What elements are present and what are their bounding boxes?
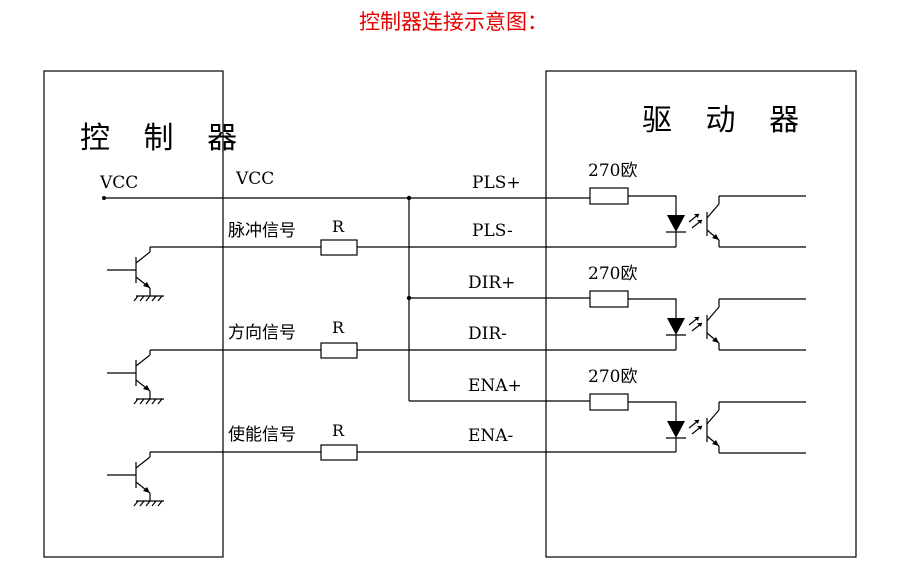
pin-dir-plus: DIR+	[468, 273, 515, 293]
resistor-r-label-3: R	[332, 421, 345, 440]
resistor-270-pls	[589, 187, 629, 205]
resistor-270-ena	[589, 393, 629, 411]
resistor-270-label-1: 270欧	[588, 161, 637, 181]
controller-label: 控 制 器	[80, 121, 249, 156]
npn-transistor-pulse-icon	[107, 247, 164, 302]
direction-signal-label: 方向信号	[228, 323, 296, 343]
npn-transistor-direction-icon	[107, 350, 164, 405]
resistor-270-label-3: 270欧	[588, 367, 637, 387]
optocoupler-dir-icon	[666, 298, 806, 351]
resistor-r-enable	[320, 444, 358, 461]
diagram-title: 控制器连接示意图：	[359, 10, 548, 34]
ena-led-anode-wire	[628, 401, 677, 421]
resistor-r-direction	[320, 342, 358, 359]
resistor-r-label-1: R	[332, 217, 345, 236]
resistor-270-label-2: 270欧	[588, 264, 637, 284]
pin-ena-plus: ENA+	[468, 376, 522, 396]
optocoupler-ena-icon	[666, 401, 806, 454]
pin-dir-minus: DIR-	[468, 324, 507, 344]
driver-label: 驱 动 器	[642, 103, 811, 138]
driver-box	[545, 70, 857, 558]
resistor-270-dir	[589, 290, 629, 308]
pin-pls-plus: PLS+	[472, 173, 521, 193]
optocoupler-pls-icon	[666, 195, 806, 248]
resistor-r-label-2: R	[332, 318, 345, 337]
resistor-r-pulse	[320, 239, 358, 256]
pulse-signal-label: 脉冲信号	[228, 221, 296, 241]
vcc-left-label: VCC	[99, 173, 138, 193]
controller-box	[43, 70, 224, 558]
bus-node-top	[406, 195, 412, 201]
dir-led-anode-wire	[628, 298, 677, 318]
pin-pls-minus: PLS-	[472, 221, 513, 241]
npn-transistor-enable-icon	[107, 452, 164, 507]
enable-signal-label: 使能信号	[228, 424, 296, 445]
vcc-right-label: VCC	[235, 169, 274, 189]
pin-ena-minus: ENA-	[468, 426, 513, 446]
pls-led-anode-wire	[628, 195, 677, 215]
